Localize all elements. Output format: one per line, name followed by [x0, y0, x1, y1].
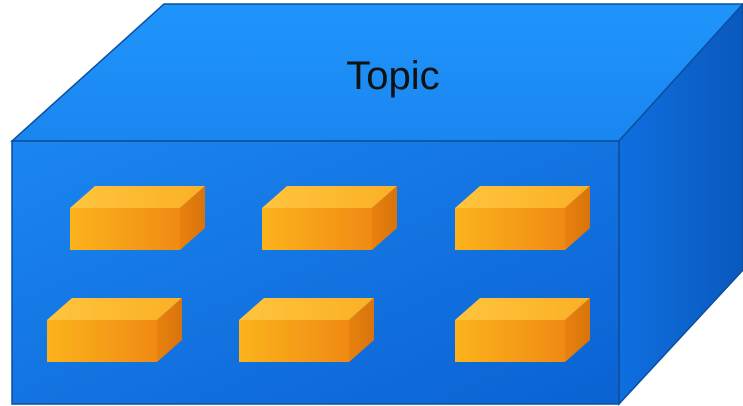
block-side-face [565, 298, 590, 362]
block-front-face [455, 320, 565, 362]
block-top-face [239, 298, 374, 320]
topic-container: Topic [10, 2, 743, 406]
message-block [70, 186, 205, 250]
message-block [455, 186, 590, 250]
topic-blocks [47, 186, 590, 362]
message-block [262, 186, 397, 250]
message-block [47, 298, 182, 362]
message-block [239, 298, 374, 362]
block-front-face [455, 208, 565, 250]
message-block [455, 298, 590, 362]
topic-title: Topic [346, 54, 439, 98]
block-top-face [70, 186, 205, 208]
block-top-face [455, 298, 590, 320]
block-side-face [372, 186, 397, 250]
block-top-face [262, 186, 397, 208]
block-side-face [349, 298, 374, 362]
block-front-face [239, 320, 349, 362]
block-top-face [47, 298, 182, 320]
block-top-face [455, 186, 590, 208]
container-front-face [11, 140, 620, 405]
block-side-face [157, 298, 182, 362]
block-front-face [47, 320, 157, 362]
block-side-face [565, 186, 590, 250]
block-front-face [70, 208, 180, 250]
block-front-face [262, 208, 372, 250]
block-side-face [180, 186, 205, 250]
